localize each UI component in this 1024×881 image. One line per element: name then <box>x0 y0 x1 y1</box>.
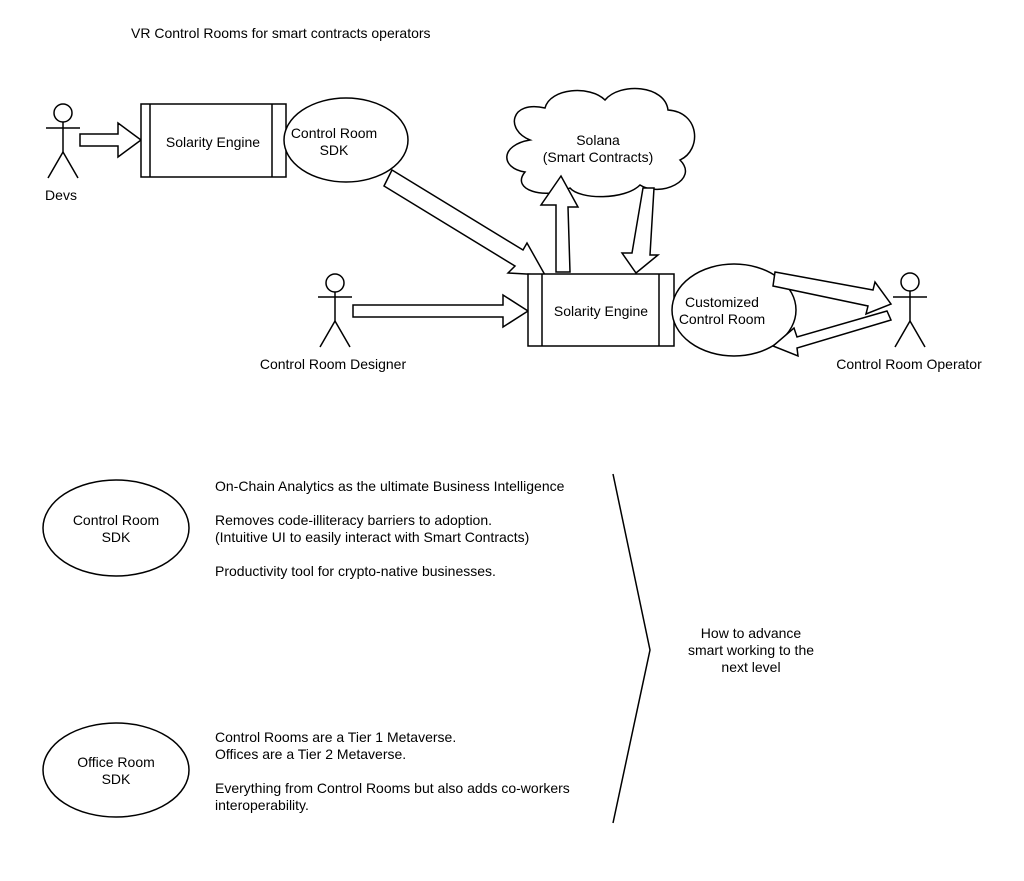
top-sdk-label-line2: SDK <box>320 142 349 158</box>
engine-to-solana-arrow <box>539 174 580 273</box>
solana-label-line2: (Smart Contracts) <box>543 149 653 165</box>
bottom-solarity-engine-label: Solarity Engine <box>554 303 648 319</box>
designer-to-engine-arrow <box>352 293 530 329</box>
conclusion-line3: next level <box>721 659 780 675</box>
control-room-feature-line: On-Chain Analytics as the ultimate Busin… <box>215 478 565 494</box>
office-room-feature-line: Everything from Control Rooms but also a… <box>215 780 570 796</box>
customized-control-room-ellipse <box>671 263 797 357</box>
control-room-feature-line: Removes code-illiteracy barriers to adop… <box>215 512 492 528</box>
control-room-sdk-label-line2: SDK <box>102 529 131 545</box>
office-room-sdk-ellipse <box>42 722 190 818</box>
room-to-operator-arrow <box>772 271 893 316</box>
office-room-feature-line: Offices are a Tier 2 Metaverse. <box>215 746 406 762</box>
diagram-title: VR Control Rooms for smart contracts ope… <box>131 25 431 41</box>
devs-to-engine-arrow <box>79 121 143 159</box>
designer-label: Control Room Designer <box>260 356 407 372</box>
operator-label: Control Room Operator <box>836 356 982 372</box>
control-room-sdk-label-line1: Control Room <box>73 512 159 528</box>
operator-to-room-arrow <box>771 310 893 358</box>
control-room-sdk-ellipse <box>42 479 190 577</box>
top-solarity-engine-label: Solarity Engine <box>166 134 260 150</box>
solana-to-engine-arrow <box>620 187 661 275</box>
conclusion-line1: How to advance <box>701 625 802 641</box>
devs-actor <box>46 103 80 179</box>
customized-room-label-line1: Customized <box>685 294 759 310</box>
office-room-sdk-label-line2: SDK <box>102 771 131 787</box>
office-room-feature-line: interoperability. <box>215 797 309 813</box>
top-solarity-engine-box <box>140 103 287 178</box>
control-room-feature-line: Productivity tool for crypto-native busi… <box>215 563 496 579</box>
devs-label: Devs <box>45 187 77 203</box>
operator-actor <box>893 272 927 348</box>
merge-triangle <box>612 473 651 824</box>
office-room-feature-line: Control Rooms are a Tier 1 Metaverse. <box>215 729 456 745</box>
solana-cloud <box>506 87 696 198</box>
customized-room-label-line2: Control Room <box>679 311 765 327</box>
control-room-feature-line: (Intuitive UI to easily interact with Sm… <box>215 529 529 545</box>
designer-actor <box>318 273 352 348</box>
sdk-to-engine-arrow <box>383 168 547 276</box>
office-room-sdk-label-line1: Office Room <box>77 754 155 770</box>
solana-label-line1: Solana <box>576 132 620 148</box>
top-control-room-sdk-ellipse <box>283 97 409 183</box>
top-sdk-label-line1: Control Room <box>291 125 377 141</box>
conclusion-line2: smart working to the <box>688 642 814 658</box>
